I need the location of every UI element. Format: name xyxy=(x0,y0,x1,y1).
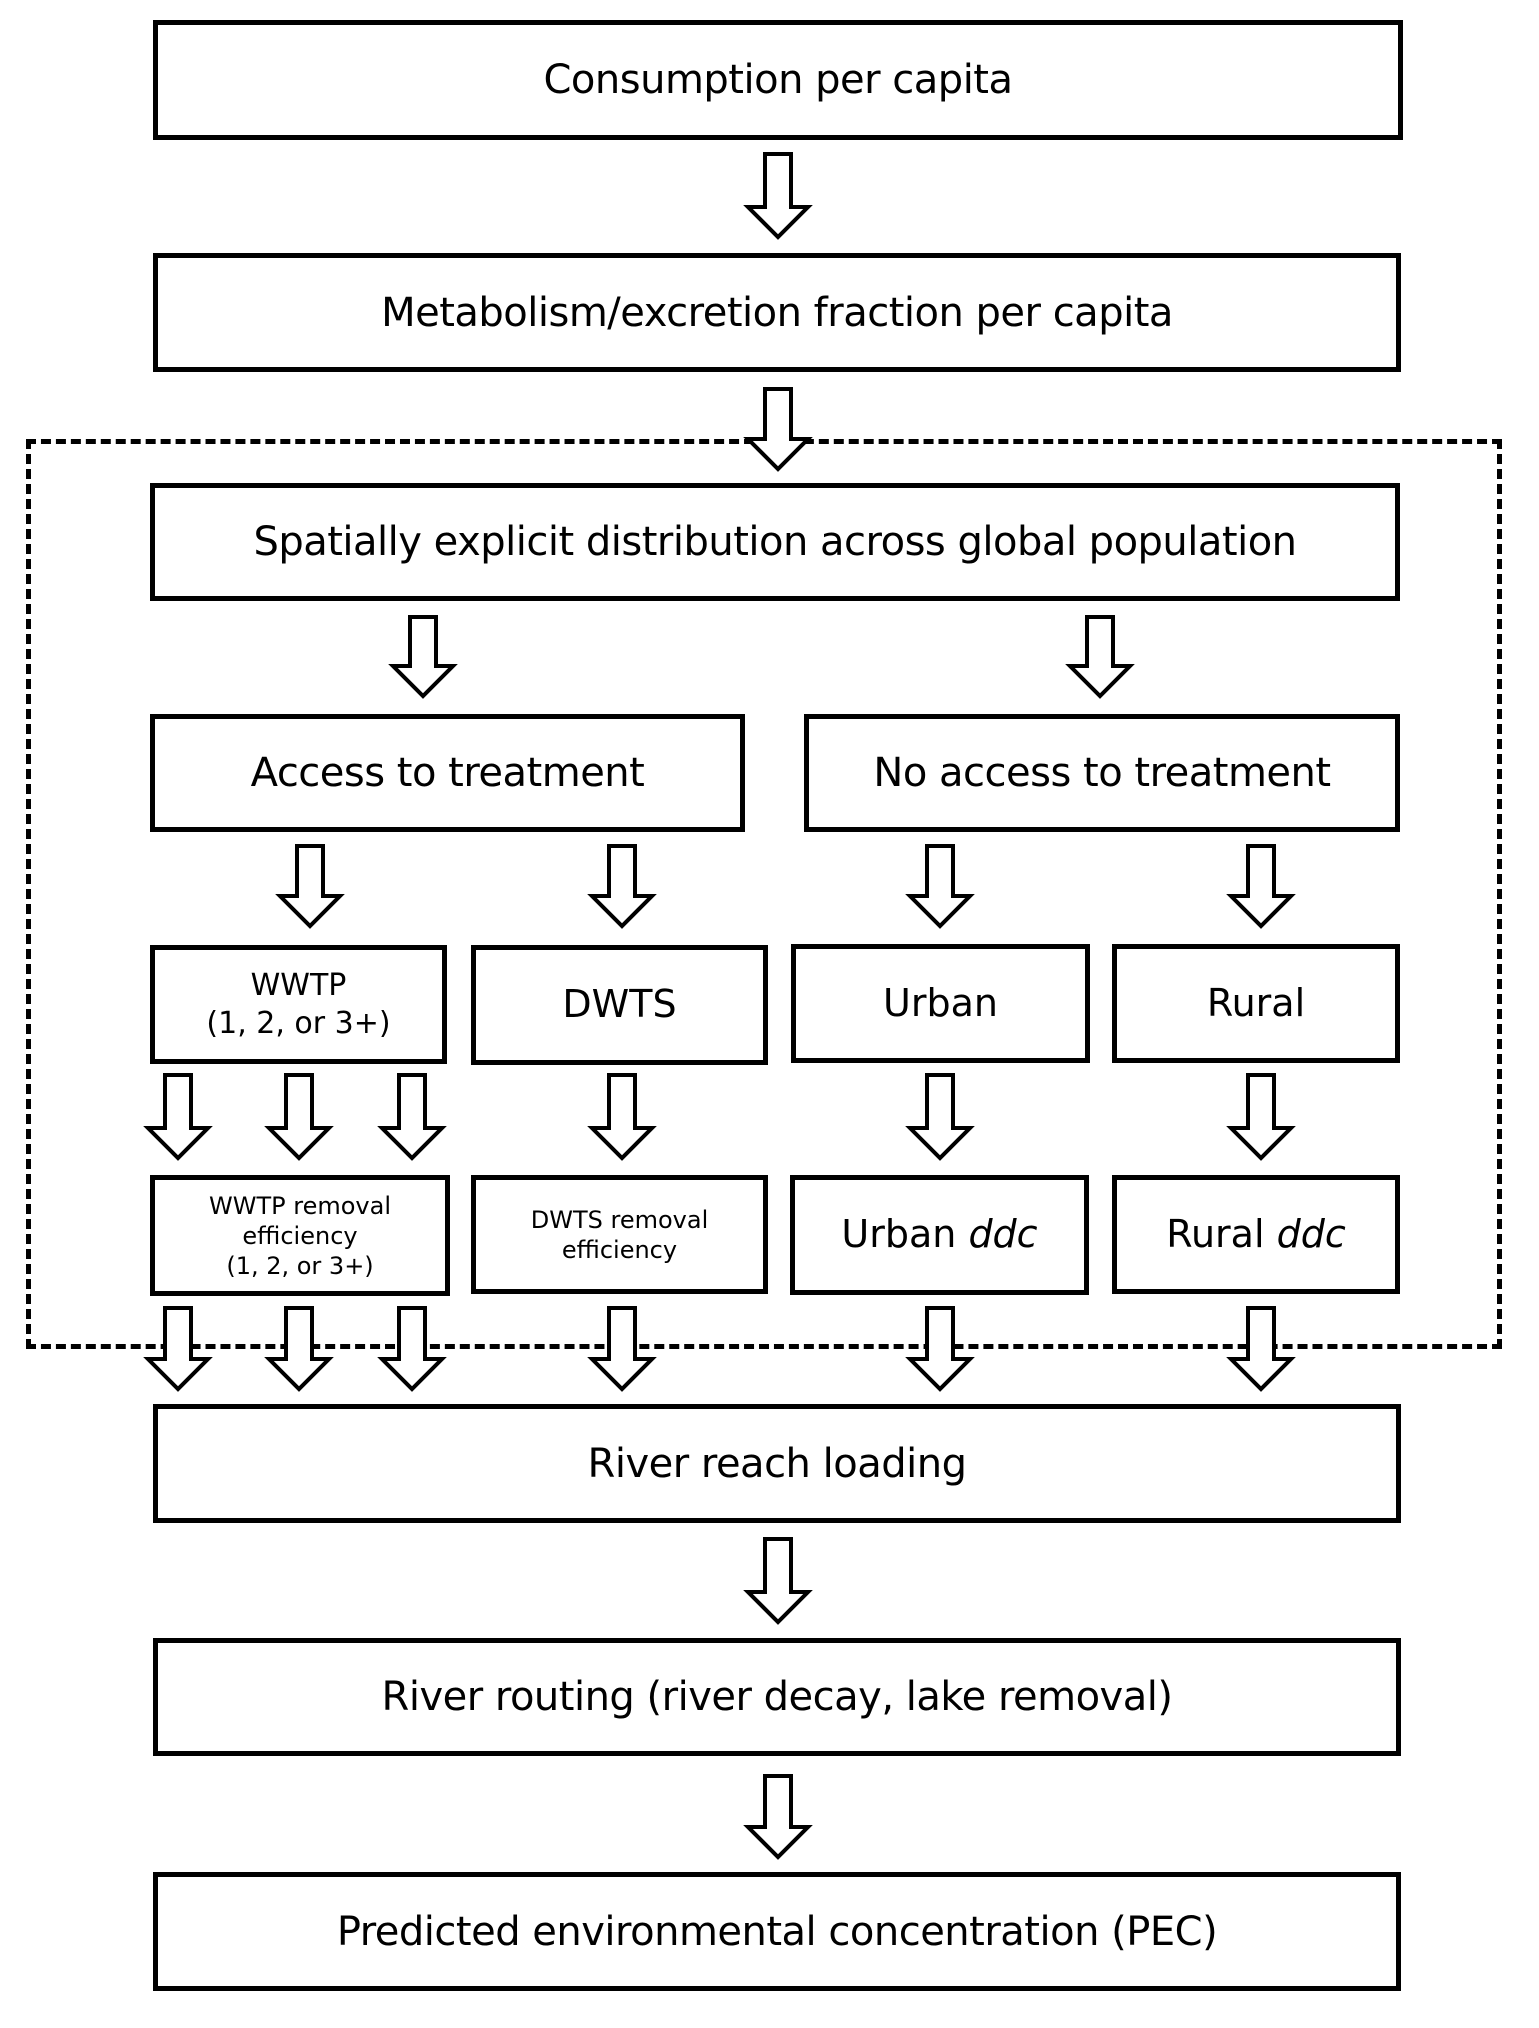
node-urban-ddc: Urban ddc xyxy=(790,1175,1089,1295)
node-river-reach-loading: River reach loading xyxy=(153,1404,1401,1523)
node-pec: Predicted environmental concentration (P… xyxy=(153,1872,1401,1991)
node-label-line2: efficiency xyxy=(242,1221,358,1250)
down-arrow-icon xyxy=(743,152,813,240)
node-label-line1: DWTS removal xyxy=(530,1205,709,1234)
down-arrow-icon xyxy=(743,1537,813,1625)
node-label: River routing (river decay, lake removal… xyxy=(381,1674,1173,1720)
down-arrow-icon xyxy=(905,844,975,929)
node-rural: Rural xyxy=(1112,944,1400,1063)
node-label: No access to treatment xyxy=(873,750,1331,796)
node-label: Access to treatment xyxy=(250,750,645,796)
down-arrow-icon xyxy=(377,1306,447,1392)
node-label-italic: ddc xyxy=(1276,1211,1346,1256)
node-label: Spatially explicit distribution across g… xyxy=(253,519,1297,565)
down-arrow-icon xyxy=(275,844,345,929)
down-arrow-icon xyxy=(1226,844,1296,929)
node-spatial-distribution: Spatially explicit distribution across g… xyxy=(150,483,1400,601)
node-label-prefix: Urban xyxy=(841,1212,957,1257)
node-river-routing: River routing (river decay, lake removal… xyxy=(153,1638,1401,1756)
down-arrow-icon xyxy=(587,844,657,929)
node-label: Rural ddc xyxy=(1166,1211,1345,1259)
node-access-to-treatment: Access to treatment xyxy=(150,714,745,832)
node-label: Consumption per capita xyxy=(543,57,1014,103)
node-label: River reach loading xyxy=(587,1440,967,1487)
node-label: Urban ddc xyxy=(841,1211,1037,1259)
down-arrow-icon xyxy=(264,1073,334,1161)
down-arrow-icon xyxy=(1226,1306,1296,1392)
node-wwtp-removal-efficiency: WWTP removal efficiency (1, 2, or 3+) xyxy=(150,1175,450,1296)
down-arrow-icon xyxy=(587,1306,657,1392)
node-label: DWTS xyxy=(562,982,677,1027)
node-label: Predicted environmental concentration (P… xyxy=(336,1908,1218,1955)
down-arrow-icon xyxy=(143,1306,213,1392)
down-arrow-icon xyxy=(743,1774,813,1860)
down-arrow-icon xyxy=(388,615,458,699)
node-label: Rural xyxy=(1206,980,1306,1025)
node-rural-ddc: Rural ddc xyxy=(1112,1175,1400,1294)
down-arrow-icon xyxy=(1226,1073,1296,1161)
node-label-prefix: Rural xyxy=(1166,1211,1265,1256)
node-consumption-per-capita: Consumption per capita xyxy=(153,20,1403,140)
node-wwtp: WWTP (1, 2, or 3+) xyxy=(150,945,447,1064)
node-label-line1: WWTP xyxy=(250,968,347,1003)
node-label-line1: WWTP removal xyxy=(209,1191,391,1220)
down-arrow-icon xyxy=(143,1073,213,1161)
node-urban: Urban xyxy=(791,944,1090,1063)
node-metabolism-excretion: Metabolism/excretion fraction per capita xyxy=(153,253,1401,372)
node-no-access-to-treatment: No access to treatment xyxy=(804,714,1400,832)
down-arrow-icon xyxy=(264,1306,334,1392)
node-label-line3: (1, 2, or 3+) xyxy=(226,1251,374,1280)
down-arrow-icon xyxy=(905,1073,975,1161)
node-label-line2: (1, 2, or 3+) xyxy=(206,1005,391,1041)
node-dwts: DWTS xyxy=(471,945,768,1065)
down-arrow-icon xyxy=(743,387,813,472)
node-label-italic: ddc xyxy=(968,1212,1038,1257)
node-dwts-removal-efficiency: DWTS removal efficiency xyxy=(471,1175,768,1294)
down-arrow-icon xyxy=(1065,615,1135,699)
node-label-line2: efficiency xyxy=(561,1235,678,1264)
down-arrow-icon xyxy=(377,1073,447,1161)
down-arrow-icon xyxy=(905,1306,975,1392)
down-arrow-icon xyxy=(587,1073,657,1161)
node-label: Urban xyxy=(883,980,998,1025)
node-label: Metabolism/excretion fraction per capita xyxy=(381,289,1173,336)
